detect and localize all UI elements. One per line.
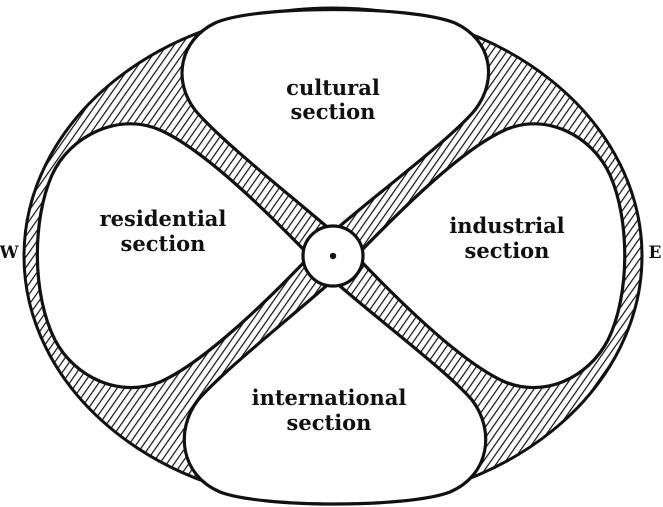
center-dot [329, 252, 337, 260]
cultural-label-line1: cultural [286, 75, 380, 100]
industrial-label-line2: section [465, 238, 550, 263]
industrial-section [354, 122, 627, 390]
cultural-label-line2: section [291, 99, 376, 124]
west-label: W [0, 243, 19, 263]
international-label-line1: international [252, 385, 407, 410]
international-section [182, 278, 488, 506]
international-label-line2: section [287, 410, 372, 435]
residential-section [35, 122, 312, 390]
residential-label-line1: residential [100, 206, 227, 231]
industrial-label-line1: industrial [449, 213, 564, 238]
residential-label-line2: section [121, 231, 206, 256]
cultural-section [180, 7, 491, 234]
east-label: E [649, 243, 662, 263]
